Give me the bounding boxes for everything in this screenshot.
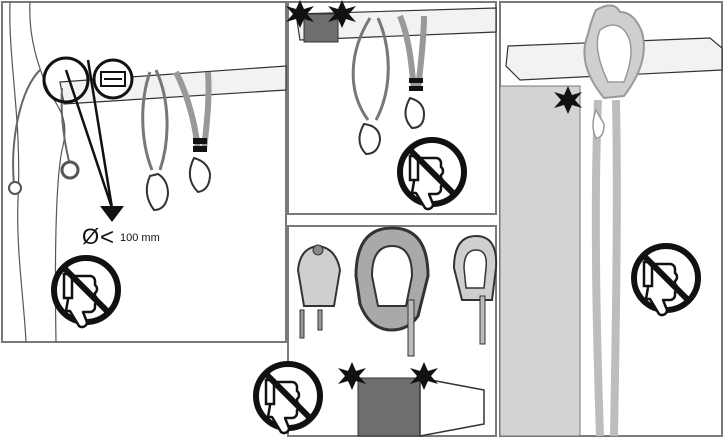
panel-4-wall-edge [500, 2, 722, 436]
ring-mid [62, 162, 78, 178]
measurement-label: 100 mm [120, 232, 160, 244]
carabiner [359, 124, 380, 154]
less-than-symbol: < [100, 224, 114, 251]
ring-left [9, 182, 21, 194]
sling-right [614, 100, 617, 436]
panel-1-small-diameter: Ø < 100 mm [2, 2, 286, 342]
thumbs-down-prohibited-icon [634, 246, 698, 315]
panel-2-sharp-edge [286, 0, 496, 214]
wall [500, 86, 580, 436]
panel-1-border [2, 2, 286, 342]
diameter-symbol: Ø [82, 224, 99, 249]
sling-left [596, 100, 600, 436]
thumbs-down-prohibited-icon [400, 140, 464, 209]
carabiner-1 [147, 174, 168, 210]
thumbs-down-prohibited-icon [256, 364, 320, 433]
thumbs-down-prohibited-icon [54, 258, 118, 327]
edge-block [358, 378, 420, 436]
